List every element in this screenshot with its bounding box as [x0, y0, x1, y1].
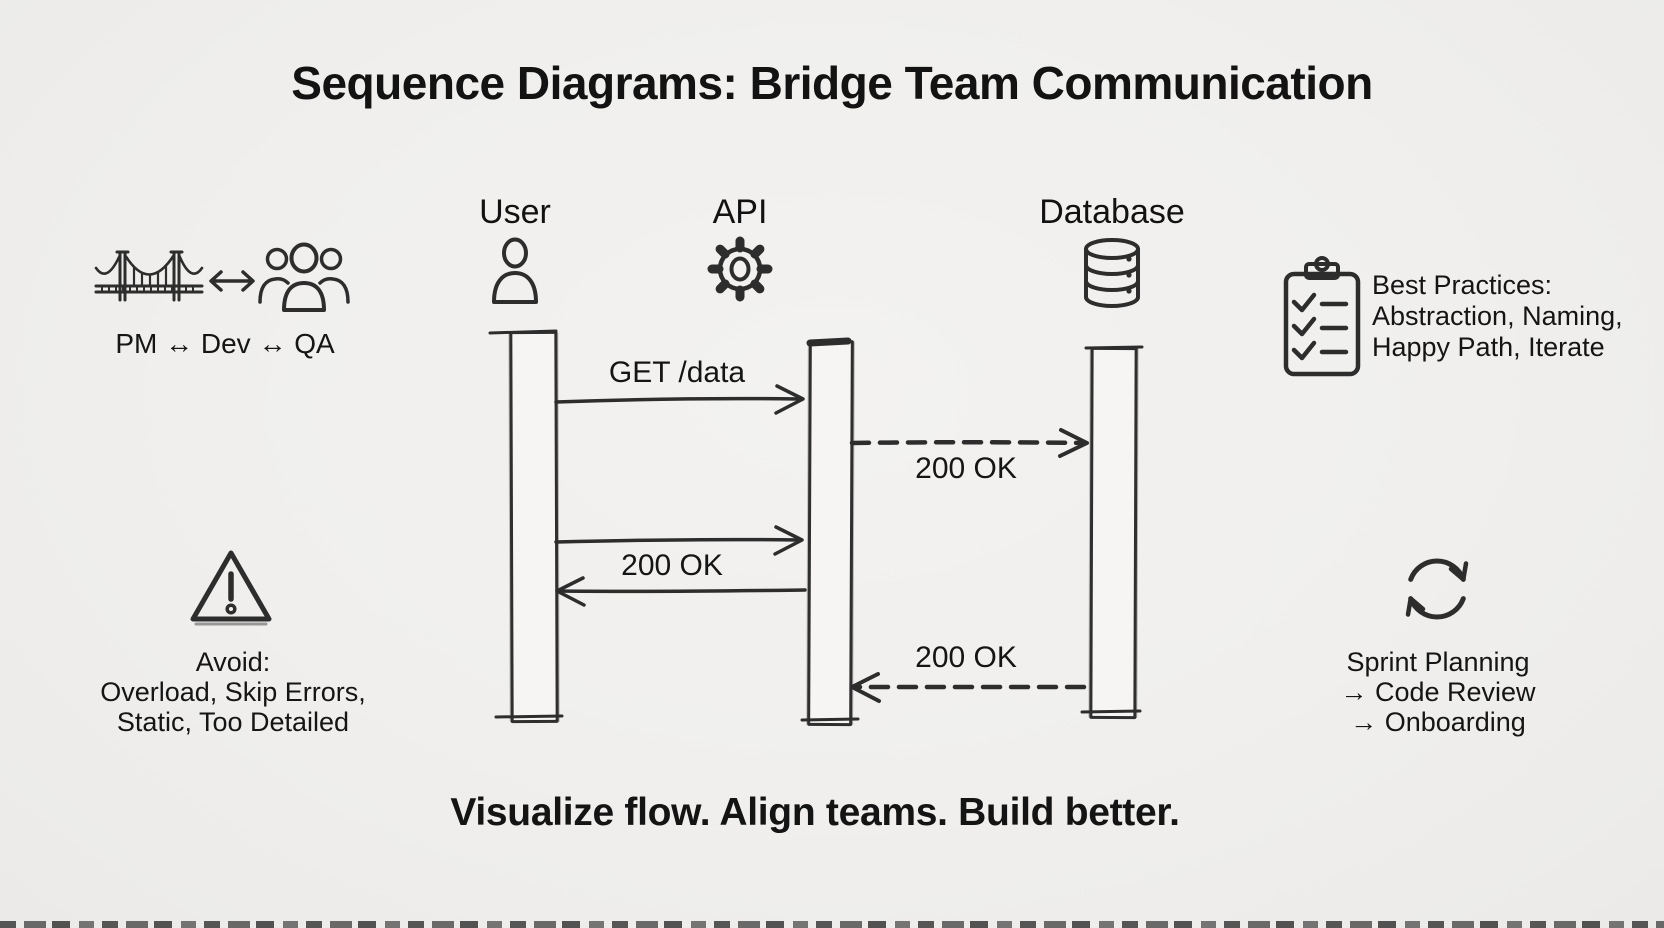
message-line-ok-to-user — [558, 588, 807, 594]
best-practices-line-2: Abstraction, Naming, — [1372, 301, 1623, 331]
warning-icon — [190, 550, 272, 626]
actor-user-label: User — [479, 193, 551, 231]
user-bar-ticks — [488, 329, 564, 719]
best-practices-text-block: Best Practices: Abstraction, Naming, Hap… — [1372, 270, 1652, 363]
message-label-ok-1: 200 OK — [915, 452, 1017, 485]
arrowhead-right-icon — [773, 525, 804, 556]
actor-database-label: Database — [1039, 193, 1185, 231]
arrowhead-left-icon — [850, 672, 881, 703]
arrowhead-left-icon — [555, 576, 586, 607]
gear-icon — [707, 236, 773, 302]
best-practices-line-3: Happy Path, Iterate — [1372, 332, 1605, 362]
best-practices-line-1: Best Practices: — [1372, 270, 1553, 300]
page-title: Sequence Diagrams: Bridge Team Communica… — [291, 57, 1373, 109]
bottom-edge-artifact — [0, 921, 1664, 928]
avoid-line-1: Avoid: — [195, 647, 271, 677]
database-icon — [1084, 238, 1140, 308]
message-line-get-data — [554, 396, 802, 404]
bridge-icon — [94, 250, 204, 302]
api-db-bar-ticks — [800, 345, 1144, 722]
message-line-ok-to-db — [849, 440, 1085, 446]
avoid-text-block: Avoid: Overload, Skip Errors, Static, To… — [78, 647, 388, 737]
actor-database: Database — [1012, 192, 1212, 314]
tagline: Visualize flow. Align teams. Build bette… — [450, 791, 1180, 834]
sprint-line-3: → Onboarding — [1350, 707, 1526, 737]
person-icon — [492, 237, 538, 304]
message-label-ok-3: 200 OK — [915, 641, 1017, 674]
avoid-line-2: Overload, Skip Errors, — [100, 677, 366, 707]
sprint-line-2: → Code Review — [1340, 677, 1536, 707]
api-bar-top-smudge — [806, 337, 852, 347]
cycle-icon — [1405, 558, 1469, 620]
left-right-arrow-icon — [209, 270, 255, 292]
team-icon — [258, 242, 350, 312]
avoid-line-3: Static, Too Detailed — [116, 707, 350, 737]
sprint-cycle-text-block: Sprint Planning → Code Review → Onboardi… — [1288, 647, 1588, 737]
pm-dev-qa-caption: PM ↔ Dev ↔ QA — [115, 328, 335, 359]
actor-api: API — [640, 192, 840, 302]
message-label-get-data: GET /data — [608, 356, 746, 389]
message-label-ok-2: 200 OK — [621, 549, 723, 582]
checklist-icon — [1283, 256, 1361, 377]
arrowhead-right-icon — [774, 384, 805, 415]
actor-user: User — [415, 192, 615, 310]
actor-api-label: API — [712, 193, 768, 231]
sprint-line-1: Sprint Planning — [1346, 647, 1530, 677]
arrowhead-right-icon — [1058, 428, 1089, 458]
message-line-request-2 — [554, 537, 801, 544]
